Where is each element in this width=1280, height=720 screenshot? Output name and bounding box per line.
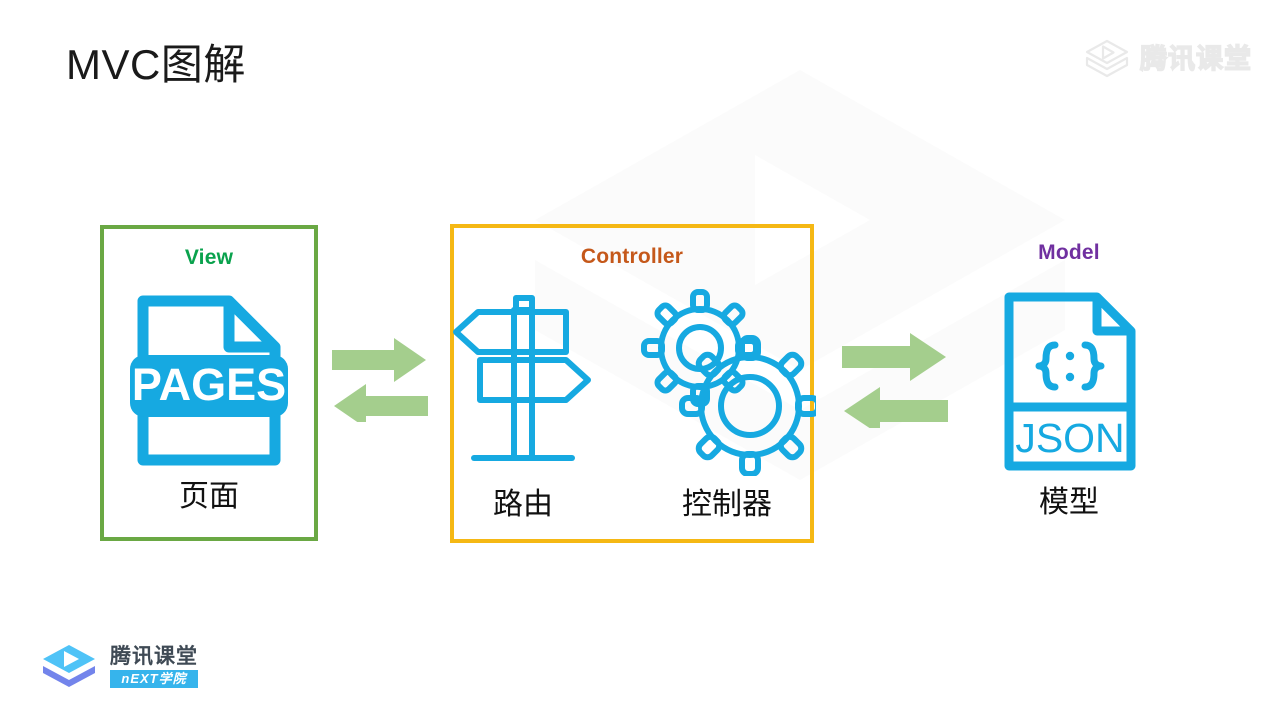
page-title: MVC图解 xyxy=(66,41,246,88)
gears-icon xyxy=(641,289,816,476)
json-file-icon: JSON xyxy=(1004,292,1136,470)
brand-logo-texts: 腾讯课堂 nEXT学院 xyxy=(110,646,198,688)
connector-controller-model xyxy=(842,333,948,428)
panel-model: Model JSON 模型 xyxy=(960,224,1178,543)
panel-view-icons: PAGES 页面 xyxy=(104,268,314,537)
panel-view-label: View xyxy=(184,246,234,269)
pages-file-icon: PAGES xyxy=(130,295,288,466)
connector-view-controller xyxy=(332,338,428,422)
graduation-cap-play-icon xyxy=(43,645,95,687)
panel-controller-icons: 路由 xyxy=(453,267,816,539)
panel-model-icons: JSON 模型 xyxy=(960,263,1178,543)
arrow-right-icon xyxy=(842,333,946,381)
caption-pages: 页面 xyxy=(179,480,239,513)
caption-controller-item: 控制器 xyxy=(682,488,772,521)
arrow-right-icon xyxy=(332,338,426,382)
panel-view: View PAGES 页面 xyxy=(100,225,318,541)
graduation-cap-play-icon xyxy=(1085,39,1129,78)
watermark-logo-top-right: 腾讯课堂 xyxy=(1084,38,1252,80)
icon-cell-json: JSON 模型 xyxy=(999,289,1139,518)
icon-cell-gears: 控制器 xyxy=(638,286,816,520)
icon-cell-router: 路由 xyxy=(448,286,598,520)
caption-model: 模型 xyxy=(1039,485,1099,519)
json-icon-text: JSON xyxy=(1015,415,1124,461)
brand-logo-main-text: 腾讯课堂 xyxy=(110,645,198,668)
brand-logo-bottom-left: 腾讯课堂 nEXT学院 xyxy=(40,642,198,692)
signpost-icon xyxy=(453,295,591,461)
brand-logo-sub-text: nEXT学院 xyxy=(110,670,198,688)
panel-model-label: Model xyxy=(1038,241,1100,264)
panel-controller-label: Controller xyxy=(580,245,684,268)
pages-icon-text: PAGES xyxy=(132,359,286,410)
panel-controller: Controller xyxy=(450,224,816,543)
arrow-left-icon xyxy=(844,387,948,428)
icon-cell-pages: PAGES 页面 xyxy=(129,293,289,512)
arrow-left-icon xyxy=(334,384,428,422)
caption-router: 路由 xyxy=(493,488,553,521)
watermark-logo-text: 腾讯课堂 xyxy=(1139,43,1252,74)
